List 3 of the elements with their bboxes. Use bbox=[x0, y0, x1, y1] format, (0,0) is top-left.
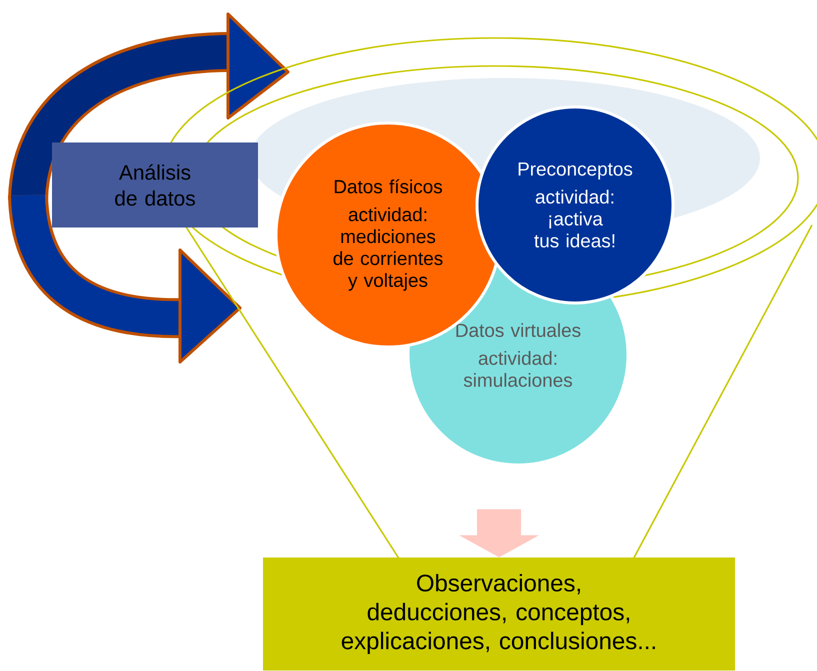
arrow bbox=[459, 509, 539, 558]
label-box: Análisis de datos bbox=[52, 142, 258, 228]
result-box: Observaciones, deducciones, conceptos, explicaciones, conclusiones... bbox=[263, 558, 735, 670]
